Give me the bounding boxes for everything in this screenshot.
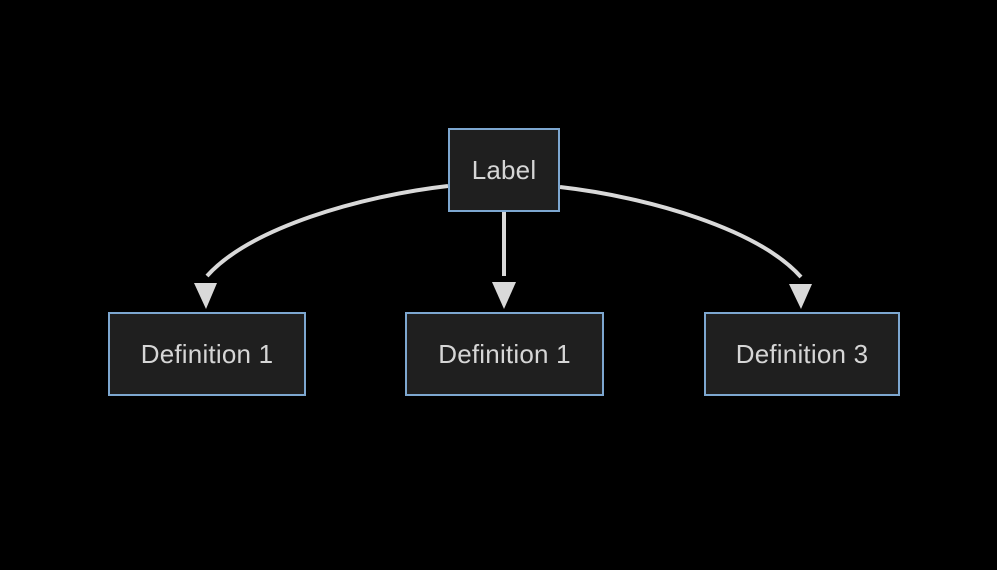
node-label-text: Definition 1 [438,339,571,369]
edge-root-to-definition-1-left [205,184,449,278]
node-label-text: Definition 3 [735,339,869,369]
node-label-text: Definition 1 [140,339,274,369]
arrowhead-definition-1-middle [492,282,516,309]
node-definition-1-left[interactable]: Definition 1 [108,312,306,396]
arrowhead-definition-3-right [789,284,812,309]
node-definition-3-right[interactable]: Definition 3 [704,312,900,396]
edge-root-to-definition-3-right [559,185,803,279]
node-label-text: Label [471,155,537,185]
arrowhead-definition-1-left [194,283,217,309]
node-definition-1-middle[interactable]: Definition 1 [405,312,604,396]
node-label[interactable]: Label [448,128,560,212]
